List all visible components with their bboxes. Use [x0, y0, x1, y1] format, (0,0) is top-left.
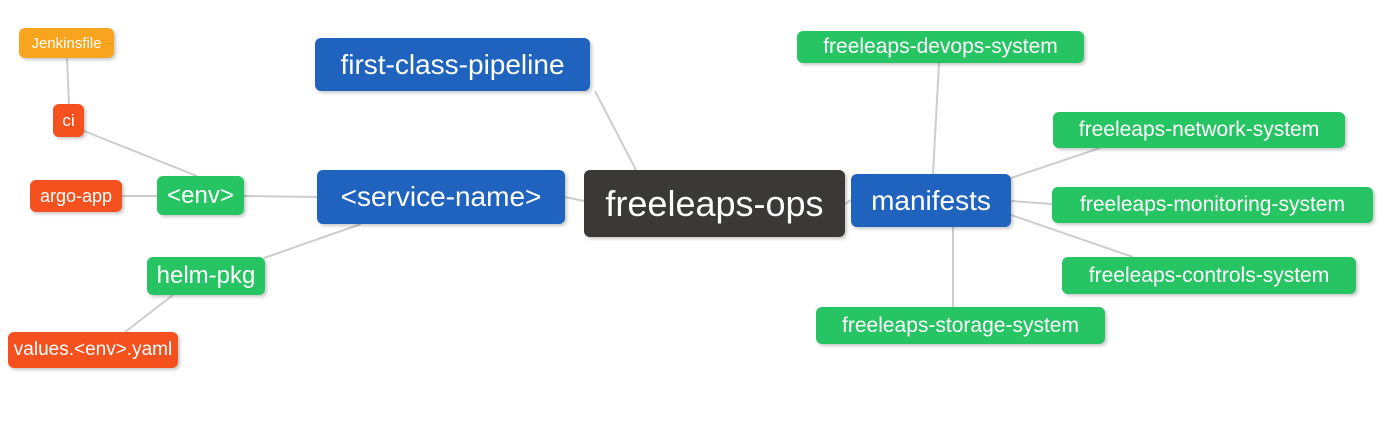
edge-service-name-freeleaps-ops — [564, 196, 585, 202]
node-freeleaps-ops[interactable]: freeleaps-ops — [584, 170, 845, 237]
edge-manifests-freeleaps-network-system — [1010, 147, 1101, 179]
edge-ci-env — [83, 130, 198, 177]
node-env[interactable]: <env> — [157, 176, 244, 215]
node-jenkinsfile[interactable]: Jenkinsfile — [19, 28, 114, 58]
edge-manifests-freeleaps-devops-system — [932, 62, 940, 175]
node-freeleaps-devops-system[interactable]: freeleaps-devops-system — [797, 31, 1084, 63]
edge-helm-pkg-values-env-yaml — [124, 294, 174, 333]
node-freeleaps-monitoring-system[interactable]: freeleaps-monitoring-system — [1052, 187, 1373, 223]
node-ci[interactable]: ci — [53, 104, 84, 137]
edge-manifests-freeleaps-monitoring-system — [1010, 200, 1053, 205]
node-argo-app[interactable]: argo-app — [30, 180, 122, 212]
node-freeleaps-storage-system[interactable]: freeleaps-storage-system — [816, 307, 1105, 344]
node-helm-pkg[interactable]: helm-pkg — [147, 257, 265, 295]
edge-freeleaps-ops-manifests — [844, 199, 852, 205]
node-values-env-yaml[interactable]: values.<env>.yaml — [8, 332, 178, 368]
edge-service-name-helm-pkg — [263, 223, 362, 259]
node-service-name[interactable]: <service-name> — [317, 170, 565, 224]
edge-jenkinsfile-ci — [66, 57, 70, 105]
node-first-class-pipeline[interactable]: first-class-pipeline — [315, 38, 590, 91]
node-freeleaps-network-system[interactable]: freeleaps-network-system — [1053, 112, 1345, 148]
edge-env-service-name — [243, 195, 318, 198]
edge-first-class-pipeline-freeleaps-ops — [594, 90, 637, 171]
node-freeleaps-controls-system[interactable]: freeleaps-controls-system — [1062, 257, 1356, 294]
node-manifests[interactable]: manifests — [851, 174, 1011, 227]
edge-manifests-freeleaps-controls-system — [1010, 214, 1134, 258]
